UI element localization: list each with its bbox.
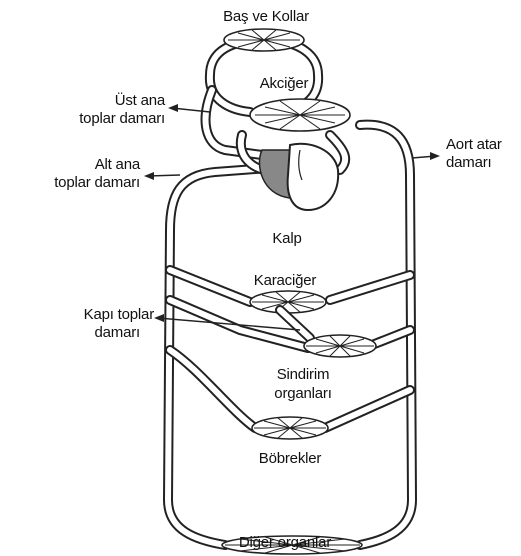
label-liver: Karaciğer: [240, 272, 330, 290]
portal-vessel: [280, 310, 310, 338]
pointer-aorta: [412, 152, 440, 160]
kidney-capillary-bed: [252, 417, 328, 439]
label-head-arms: Baş ve Kollar: [220, 8, 312, 26]
label-inferior-vena-cava-line2: toplar damarı: [20, 174, 140, 192]
pointer-inferior-vena-cava: [144, 172, 180, 180]
heart-shape: [259, 144, 338, 210]
label-portal-vein-line2: damarı: [30, 324, 140, 342]
label-superior-vena-cava-line1: Üst ana: [45, 92, 165, 110]
label-superior-vena-cava-line2: toplar damarı: [45, 110, 165, 128]
label-heart: Kalp: [262, 230, 312, 248]
label-aorta-line2: damarı: [446, 154, 520, 172]
label-other-organs: Diğer organlar: [220, 534, 350, 552]
label-aorta-line1: Aort atar: [446, 136, 520, 154]
label-portal-vein-line1: Kapı toplar: [30, 306, 154, 324]
lung-capillary-bed: [250, 99, 350, 131]
label-digestive-line2: organları: [252, 385, 354, 403]
label-inferior-vena-cava-line1: Alt ana: [20, 156, 140, 174]
label-digestive-line1: Sindirim: [258, 366, 348, 384]
head-capillary-bed: [224, 29, 304, 51]
label-kidneys: Böbrekler: [240, 450, 340, 468]
liver-capillary-bed: [250, 291, 326, 313]
digestive-capillary-bed: [304, 335, 376, 357]
label-lungs: Akciğer: [250, 75, 318, 93]
